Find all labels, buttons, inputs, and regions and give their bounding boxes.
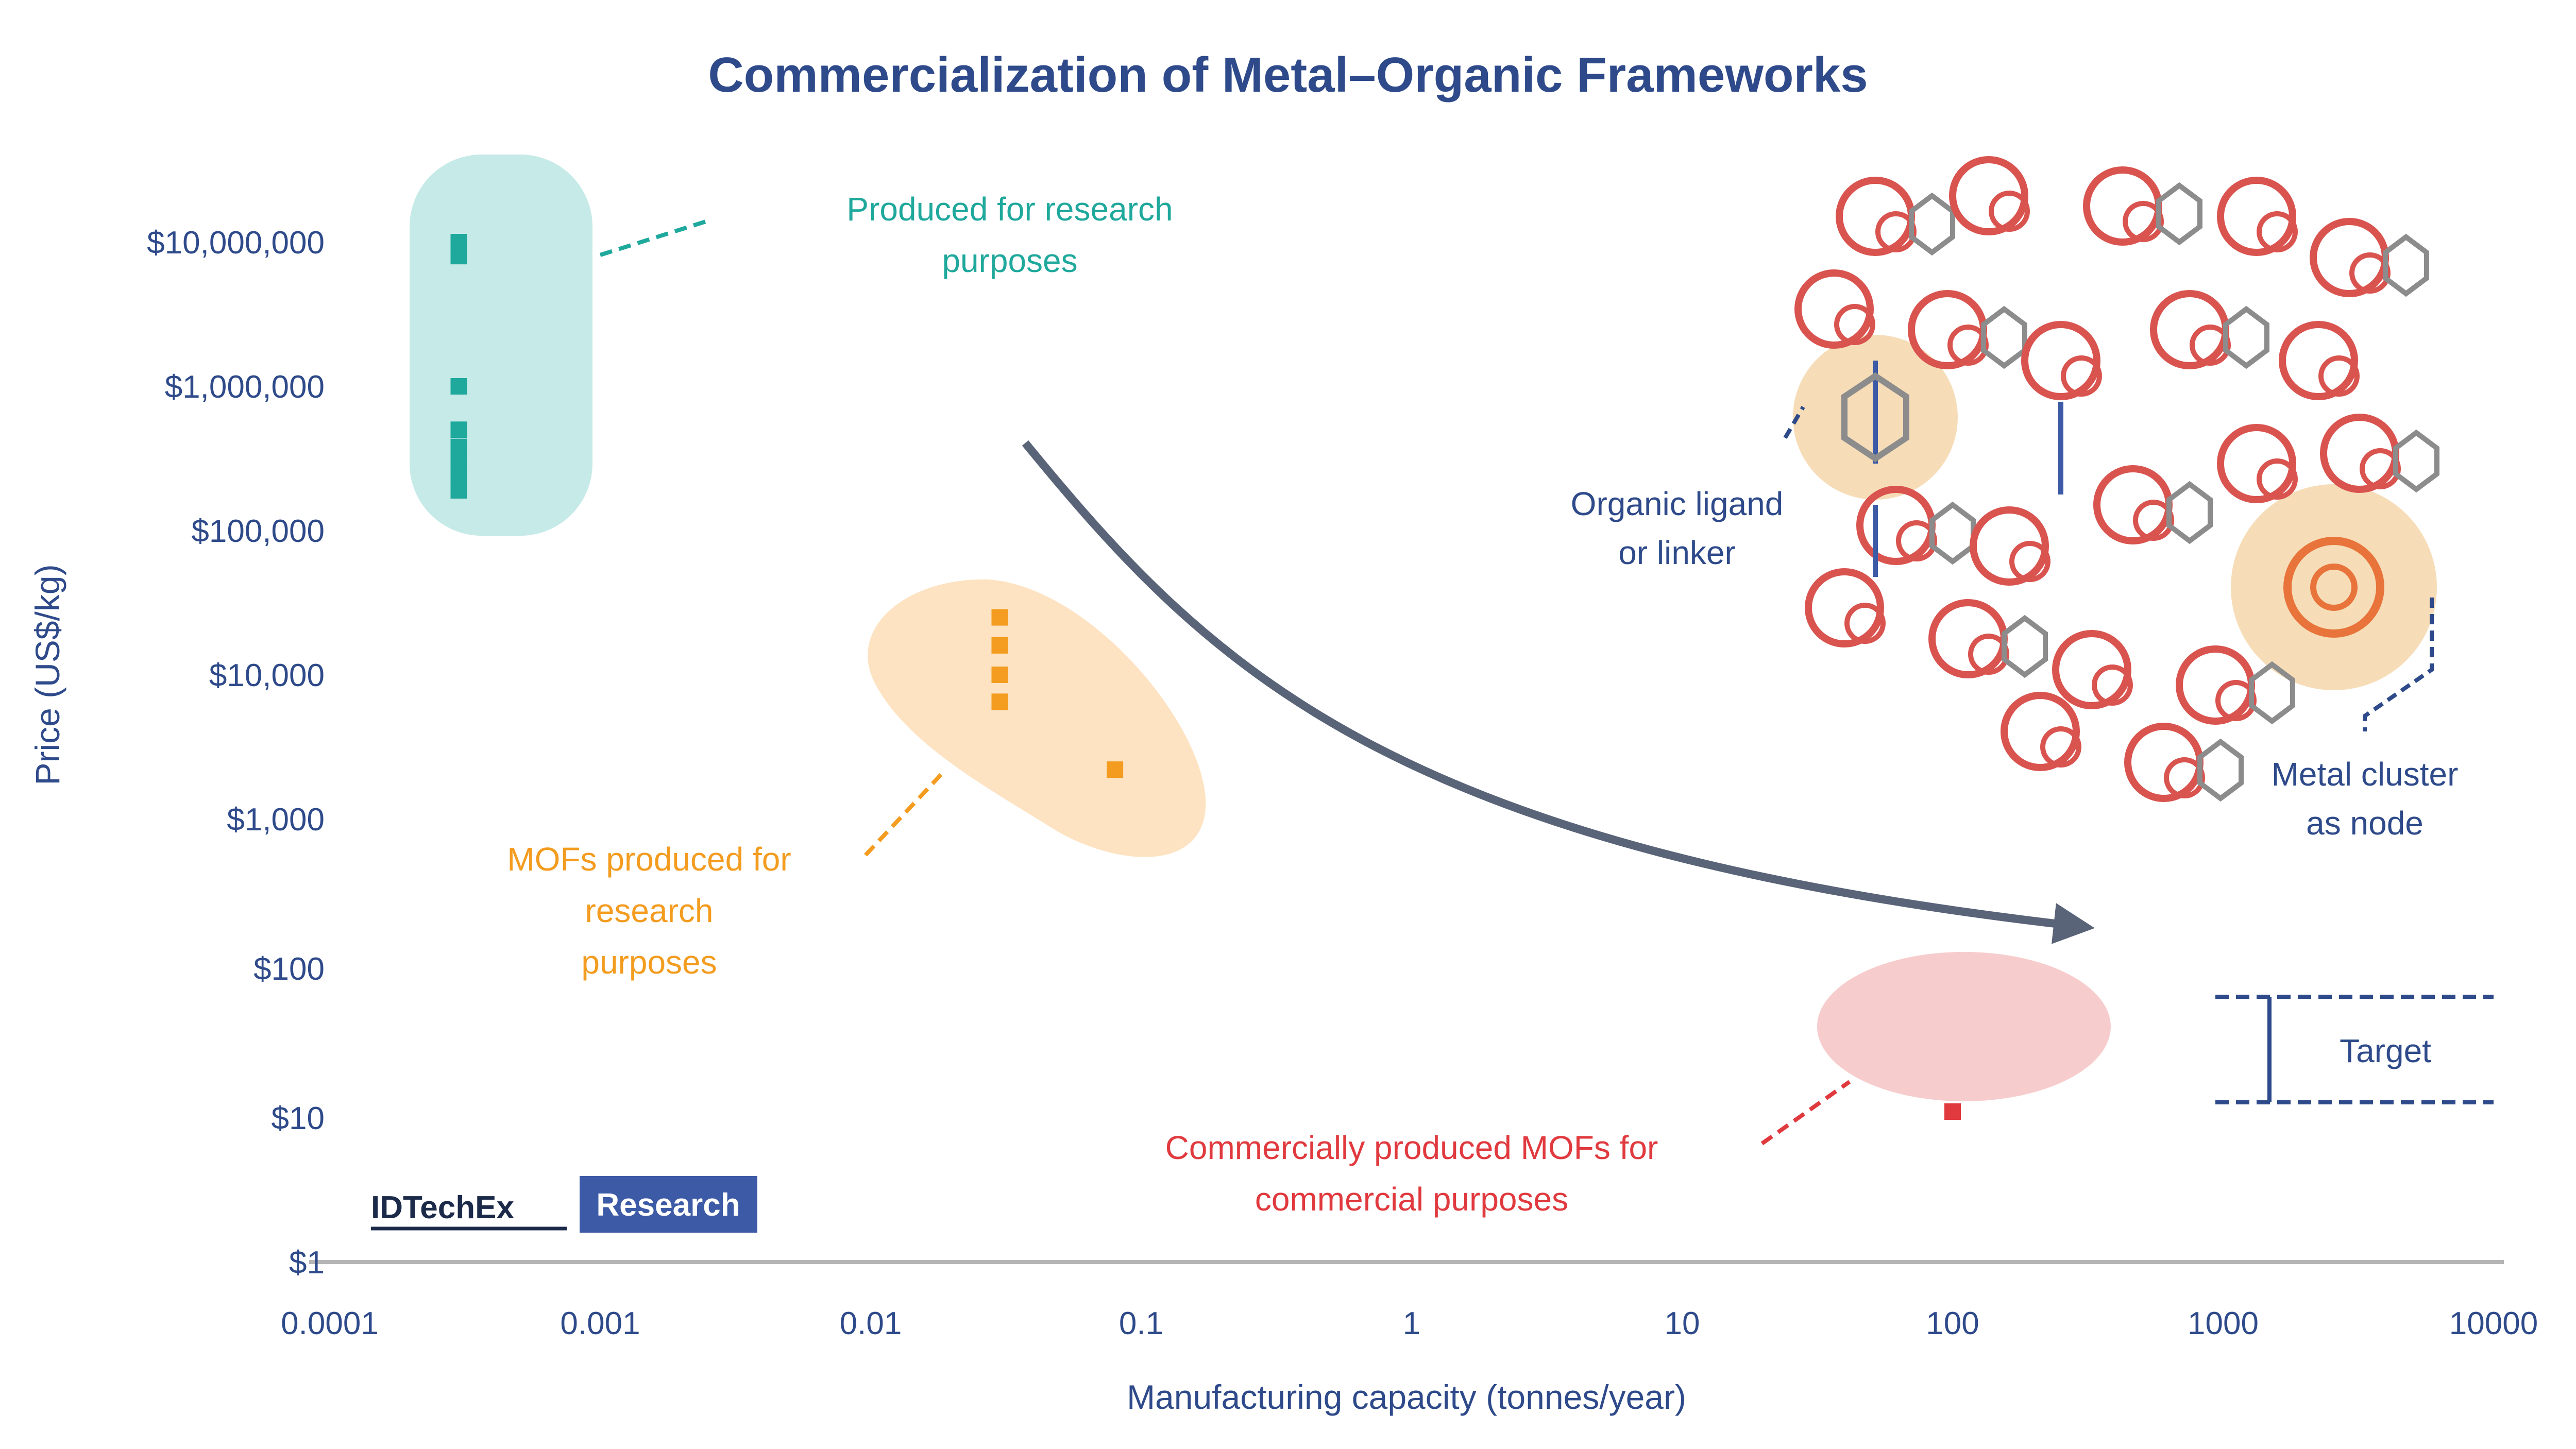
red-leader-line xyxy=(1760,1080,1851,1146)
metal-cluster-ring xyxy=(2257,211,2298,252)
data-point xyxy=(450,438,467,455)
linker-ring xyxy=(2383,233,2429,297)
metal-cluster-ring xyxy=(2092,664,2133,706)
y-tick-label: $10,000 xyxy=(209,658,325,693)
orange-annotation-line1: MOFs produced for xyxy=(507,841,791,878)
metal-callout-line xyxy=(2363,598,2434,731)
target-label: Target xyxy=(2340,1032,2431,1069)
metal-cluster-ring xyxy=(2061,355,2102,397)
brand-name: IDTechEx xyxy=(371,1190,514,1225)
x-tick-label: 0.1 xyxy=(1119,1306,1163,1341)
data-point xyxy=(991,609,1008,626)
target-bracket xyxy=(2215,995,2494,1104)
chart-title: Commercialization of Metal–Organic Frame… xyxy=(708,47,1868,103)
metal-cluster-ring xyxy=(2009,541,2050,582)
linker-ring xyxy=(1929,501,1976,565)
x-tick-label: 10 xyxy=(1665,1306,1700,1341)
linker-ring xyxy=(1981,305,2027,369)
metal-cluster-ring xyxy=(2257,458,2298,500)
linker-ring xyxy=(2249,661,2295,725)
metal-node-ring xyxy=(2283,537,2384,638)
teal-leader-line xyxy=(599,219,707,257)
y-tick-label: $1 xyxy=(289,1245,325,1281)
x-tick-label: 1000 xyxy=(2188,1306,2259,1341)
metal-cluster-ring xyxy=(2040,726,2081,768)
orange-annotation-line2: research xyxy=(585,892,714,929)
metal-cluster-ring xyxy=(1989,191,2030,232)
metal-cluster-ring xyxy=(2021,321,2100,400)
y-tick-label: $1,000,000 xyxy=(165,369,325,405)
metal-cluster-ring xyxy=(1805,568,1884,647)
data-point xyxy=(450,453,467,470)
metal-cluster-ring xyxy=(2052,630,2131,709)
data-points xyxy=(450,234,1961,1120)
ligand-callout-line xyxy=(1783,405,1805,439)
data-point xyxy=(450,482,467,499)
metal-cluster-ring xyxy=(2001,692,2080,771)
linker-ring xyxy=(2156,182,2202,246)
metal-node-highlight xyxy=(2231,484,2437,690)
metal-node-ring xyxy=(2310,564,2358,611)
metal-cluster-ring xyxy=(1970,506,2049,586)
metal-cluster-ring xyxy=(1834,304,1875,345)
metal-cluster-ring xyxy=(2217,424,2296,503)
teal-annotation-line2: purposes xyxy=(942,242,1077,279)
teal-region xyxy=(410,155,592,536)
data-point xyxy=(450,248,467,265)
red-annotation-line1: Commercially produced MOFs for xyxy=(1165,1129,1658,1166)
data-point xyxy=(991,637,1008,654)
red-annotation-line2: commercial purposes xyxy=(1255,1181,1568,1218)
x-tick-label: 100 xyxy=(1926,1306,1979,1341)
x-tick-label: 0.01 xyxy=(840,1306,902,1341)
x-tick-label: 10000 xyxy=(2449,1306,2538,1341)
metal-cluster-ring xyxy=(1844,603,1886,644)
brand-badge: Research xyxy=(596,1187,740,1223)
x-tick-label: 0.001 xyxy=(560,1306,640,1341)
y-tick-label: $100,000 xyxy=(191,514,325,549)
orange-leader-line xyxy=(864,771,944,857)
linker-ring xyxy=(2002,615,2048,678)
metal-label-line1: Metal cluster xyxy=(2272,756,2459,793)
data-point xyxy=(991,667,1008,683)
metal-label-line2: as node xyxy=(2306,805,2424,842)
metal-cluster-ring xyxy=(1949,156,2028,235)
teal-annotation-line1: Produced for research xyxy=(846,191,1173,228)
data-point xyxy=(1107,761,1124,778)
data-point xyxy=(450,378,467,395)
y-tick-label: $10 xyxy=(272,1101,325,1136)
data-point xyxy=(991,693,1008,710)
data-point xyxy=(1944,1103,1961,1120)
orange-region xyxy=(868,579,1206,857)
y-axis-title: Price (US$/kg) xyxy=(28,564,66,785)
mof-structure-illustration xyxy=(1793,156,2439,802)
idtechex-logo: IDTechEx Research xyxy=(371,1176,757,1233)
data-point xyxy=(450,234,467,250)
linker-ring xyxy=(2197,738,2244,802)
data-point xyxy=(450,467,467,484)
linker-ring xyxy=(2223,305,2269,369)
linker-ring xyxy=(2166,481,2213,544)
orange-annotation-line3: purposes xyxy=(581,944,717,981)
red-region xyxy=(1817,952,2111,1101)
y-tick-label: $1,000 xyxy=(227,802,325,838)
y-tick-labels: $1 $10 $100 $1,000 $10,000 $100,000 $1,000,000… xyxy=(147,225,325,1281)
x-tick-label: 0.0001 xyxy=(281,1306,379,1341)
metal-cluster-ring xyxy=(2279,321,2358,400)
trend-arrow xyxy=(1022,440,2095,944)
x-tick-labels: 0.0001 0.001 0.01 0.1 1 10 100 1000 10000 xyxy=(281,1306,2538,1341)
linker-ring xyxy=(1909,192,1955,256)
linker-ring xyxy=(2393,429,2439,493)
ligand-label-line2: or linker xyxy=(1618,534,1736,571)
x-tick-label: 1 xyxy=(1403,1306,1420,1341)
data-point xyxy=(450,421,467,438)
x-axis-title: Manufacturing capacity (tonnes/year) xyxy=(1127,1378,1686,1416)
ligand-ring xyxy=(1841,372,1909,463)
y-tick-label: $10,000,000 xyxy=(147,225,325,261)
metal-cluster-ring xyxy=(1794,269,1874,349)
metal-cluster-ring xyxy=(2318,355,2360,397)
metal-cluster-ring xyxy=(2217,177,2296,256)
ligand-label-line1: Organic ligand xyxy=(1571,485,1784,522)
y-tick-label: $100 xyxy=(253,951,325,987)
